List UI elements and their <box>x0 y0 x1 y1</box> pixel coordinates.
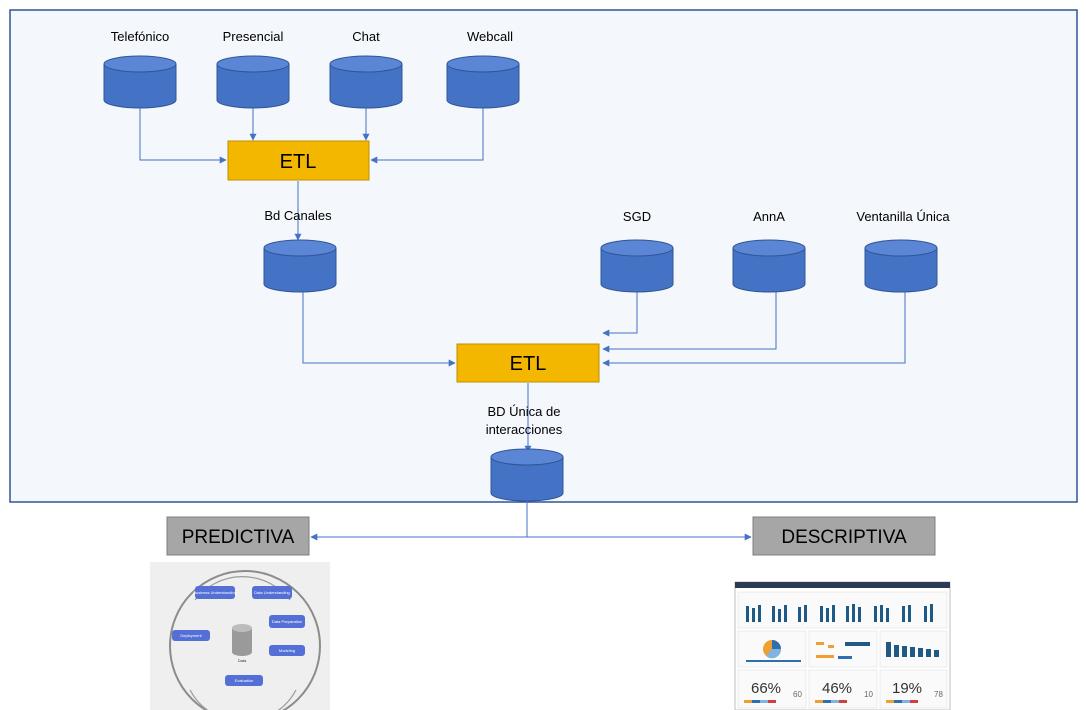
descriptiva-label: DESCRIPTIVA <box>781 527 907 548</box>
connector-webcall-etl <box>370 108 484 164</box>
crisp-step-business-label: Business Understanding <box>193 590 236 595</box>
source-label-chat: Chat <box>352 29 380 44</box>
predictiva-box <box>166 516 310 556</box>
database-icon-telefonico <box>103 55 177 109</box>
database-icon-bd-unica <box>490 448 564 502</box>
source-label-anna: AnnA <box>753 209 785 224</box>
kpi-2-value: 46% <box>822 680 852 697</box>
crisp-step-modeling <box>269 645 305 656</box>
connector-anna-etl <box>602 292 777 353</box>
source-label-sgd: SGD <box>623 209 651 224</box>
bd-unica-label-line1: BD Única de <box>488 404 561 419</box>
crisp-step-data-understanding-label: Data Understanding <box>254 590 290 595</box>
database-icon-webcall <box>446 55 520 109</box>
connector-bd-canales-etl <box>302 292 456 367</box>
etl-main-label: ETL <box>510 353 547 375</box>
database-icon-bd-canales <box>263 239 337 293</box>
crisp-center-label: Data <box>238 658 247 663</box>
dashboard-thumbnail: 66% 60 46% 10 19% 78 <box>734 581 951 710</box>
crisp-step-business <box>195 586 235 599</box>
source-label-ventanilla-unica: Ventanilla Única <box>856 209 950 224</box>
etl-main-box <box>456 343 600 383</box>
source-label-presencial: Presencial <box>223 29 284 44</box>
crisp-step-deployment-label: Deployment <box>180 633 202 638</box>
crisp-step-evaluation-label: Evaluation <box>235 678 254 683</box>
descriptiva-box <box>752 516 936 556</box>
data-cylinder-icon <box>232 624 252 656</box>
crisp-step-modeling-label: Modeling <box>279 648 295 653</box>
crisp-dm-thumbnail: Business Understanding Data Understandin… <box>150 562 330 710</box>
kpi-1-value: 66% <box>751 680 781 697</box>
connector-sgd-etl <box>602 292 638 337</box>
bd-canales-label: Bd Canales <box>264 208 332 223</box>
crisp-step-deployment <box>172 630 210 641</box>
bd-unica-label-line2: interacciones <box>486 422 563 437</box>
kpi-1-secondary: 60 <box>793 690 802 699</box>
database-icon-ventanilla-unica <box>864 239 938 293</box>
kpi-2-secondary: 10 <box>864 690 873 699</box>
kpi-3-secondary: 78 <box>934 690 943 699</box>
etl-top-label: ETL <box>280 151 317 173</box>
crisp-step-data-preparation-label: Data Preparation <box>272 619 302 624</box>
source-label-telefonico: Telefónico <box>111 29 170 44</box>
etl-top-box <box>227 140 370 181</box>
predictiva-label: PREDICTIVA <box>182 527 295 548</box>
database-icon-presencial <box>216 55 290 109</box>
crisp-step-data-understanding <box>252 586 292 599</box>
source-label-webcall: Webcall <box>467 29 513 44</box>
crisp-step-evaluation <box>225 675 263 686</box>
database-icon-anna <box>732 239 806 293</box>
connector-telefonico-etl <box>139 108 227 164</box>
crisp-step-data-preparation <box>269 615 305 628</box>
database-icon-chat <box>329 55 403 109</box>
connector-ventanilla-etl <box>602 292 906 367</box>
kpi-3-value: 19% <box>892 680 922 697</box>
database-icon-sgd <box>600 239 674 293</box>
